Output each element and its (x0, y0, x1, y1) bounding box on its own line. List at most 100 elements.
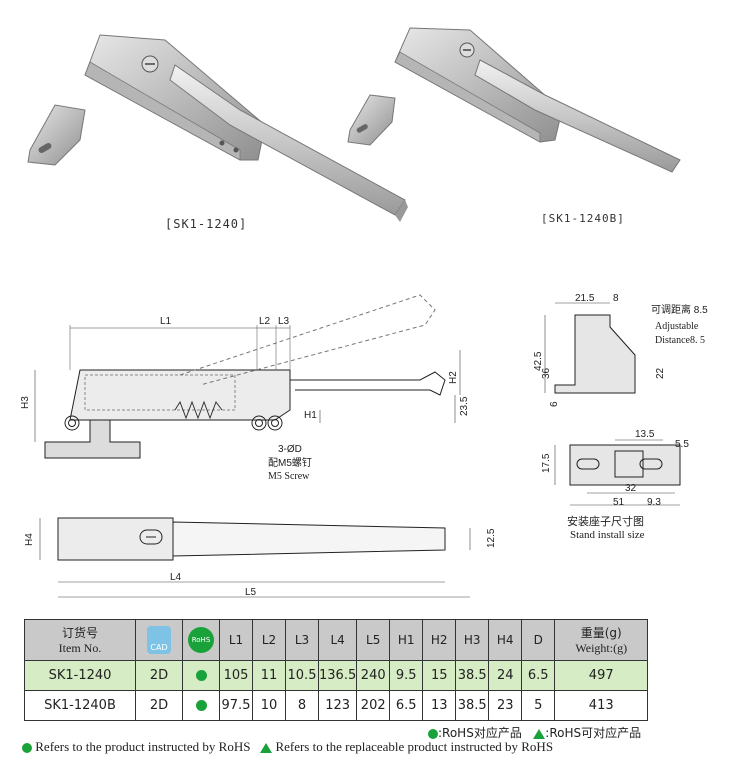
latch-photo-sk1-1240 (84, 34, 408, 222)
table-header-row: 订货号 Item No. CAD RoHS L1 L2 L3 L4 L5 H1 … (24, 619, 649, 661)
dim-L5: L5 (245, 587, 257, 598)
dim-L2: L2 (259, 316, 271, 327)
cell-value: 6.5 (521, 660, 556, 691)
header-col: L2 (252, 619, 286, 661)
latch-photo-sk1-1240b (394, 27, 681, 173)
stand-dim-6: 6 (549, 401, 560, 407)
header-rohs: RoHS (182, 619, 220, 661)
cell-value: 38.5 (455, 660, 490, 691)
hole-label: 3-ØD (278, 444, 302, 455)
header-item-cn: 订货号 (61, 626, 98, 640)
header-col: L5 (356, 619, 391, 661)
adjust-en-2: Distance8. 5 (655, 335, 705, 346)
cell-value: 8 (285, 690, 319, 721)
dim-H1: H1 (304, 410, 317, 421)
plan-dim-13-5: 13.5 (635, 429, 655, 440)
stand-plan-drawing: 13.5 5.5 17.5 32 51 9.3 安装座子尺寸图 Stand in… (541, 429, 689, 541)
plan-dim-17-5: 17.5 (541, 453, 552, 473)
cell-value: 6.5 (389, 690, 424, 721)
header-weight: 重量(g) Weight:(g) (554, 619, 649, 661)
cell-value: 10.5 (285, 660, 319, 691)
plan-dim-32: 32 (625, 483, 637, 494)
stand-photo-left (27, 104, 86, 166)
rohs-dot-icon (22, 743, 32, 754)
legend-en-rohs: Refers to the product instructed by RoHS (35, 739, 251, 754)
dim-23-5: 23.5 (459, 396, 470, 416)
stand-photo-right (347, 94, 396, 146)
cell-value: 11 (252, 660, 286, 691)
cell-weight: 413 (554, 690, 649, 721)
cell-item: SK1-1240B (24, 690, 136, 721)
dim-H4: H4 (24, 533, 35, 546)
cell-weight: 497 (554, 660, 649, 691)
adjust-en-1: Adjustable (655, 321, 699, 332)
plan-dim-5-5: 5.5 (675, 439, 689, 450)
stand-side-drawing: 21.5 8 可调距离 8.5 Adjustable Distance8. 5 … (533, 293, 708, 407)
screw-label-cn: 配M5螺钉 (268, 457, 312, 469)
rohs-dot-icon (428, 728, 438, 739)
cell-value: 9.5 (389, 660, 424, 691)
header-col: H4 (488, 619, 523, 661)
replaceable-triangle-icon (533, 728, 546, 739)
dim-12-5: 12.5 (486, 528, 497, 548)
plan-dim-51: 51 (613, 497, 625, 508)
stand-dim-22: 22 (655, 367, 666, 379)
header-col: H3 (455, 619, 490, 661)
header-col: L4 (317, 619, 358, 661)
stand-dim-21-5: 21.5 (575, 293, 595, 304)
dim-L3: L3 (278, 316, 290, 327)
header-weight-cn: 重量(g) (580, 626, 622, 640)
rohs-icon: RoHS (188, 627, 214, 653)
caption-sk1-1240b: [SK1-1240B] (541, 212, 625, 225)
legend-cn-rohs: :RoHS对应产品 (438, 726, 522, 740)
cell-value: 240 (356, 660, 391, 691)
cell-value: 24 (488, 660, 523, 691)
cad-icon: CAD (147, 626, 171, 654)
rohs-dot-icon (195, 700, 207, 711)
header-item: 订货号 Item No. (24, 619, 136, 661)
header-col: L1 (219, 619, 253, 661)
side-view-drawing: L1 L2 L3 H3 H2 23.5 H1 3-ØD 配M5螺钉 M5 Scr… (20, 294, 470, 482)
cell-value: 97.5 (219, 690, 253, 721)
header-col: H1 (389, 619, 424, 661)
cell-rohs (182, 690, 220, 721)
cell-value: 123 (317, 690, 358, 721)
header-cad: CAD (135, 619, 183, 661)
rohs-dot-icon (195, 670, 207, 681)
stand-dim-36: 36 (541, 367, 552, 379)
stand-caption-en: Stand install size (570, 529, 645, 541)
stand-dim-42-5: 42.5 (533, 351, 544, 371)
cell-rohs (182, 660, 220, 691)
replaceable-triangle-icon (260, 743, 273, 754)
legend-cn-replace: :RoHS可对应产品 (545, 726, 642, 740)
cell-value: 202 (356, 690, 391, 721)
cell-value: 136.5 (317, 660, 358, 691)
cell-cad: 2D (135, 660, 183, 691)
header-col: H2 (422, 619, 457, 661)
dim-H2: H2 (448, 371, 459, 384)
plan-dim-9-3: 9.3 (647, 497, 661, 508)
dim-H3: H3 (20, 396, 31, 409)
cell-value: 105 (219, 660, 253, 691)
cell-item: SK1-1240 (24, 660, 136, 691)
cell-value: 15 (422, 660, 457, 691)
header-weight-en: Weight:(g) (575, 641, 628, 655)
cell-value: 5 (521, 690, 556, 721)
stand-dim-8: 8 (613, 293, 619, 304)
spec-table: 订货号 Item No. CAD RoHS L1 L2 L3 L4 L5 H1 … (24, 619, 649, 721)
table-row: SK1-1240B 2D 97.5 10 8 123 202 6.5 13 38… (24, 690, 649, 721)
table-row: SK1-1240 2D 105 11 10.5 136.5 240 9.5 15… (24, 660, 649, 691)
adjust-cn: 可调距离 8.5 (651, 303, 708, 316)
header-col: D (521, 619, 556, 661)
legend-en: Refers to the product instructed by RoHS… (22, 739, 553, 755)
legend-cn: :RoHS对应产品 :RoHS可对应产品 (428, 724, 641, 741)
screw-label-en: M5 Screw (268, 471, 310, 482)
header-col: L3 (285, 619, 319, 661)
header-item-en: Item No. (58, 641, 102, 655)
cell-value: 38.5 (455, 690, 490, 721)
cell-value: 13 (422, 690, 457, 721)
stand-caption-cn: 安装座子尺寸图 (567, 514, 644, 528)
product-photos (27, 27, 681, 222)
caption-sk1-1240: [SK1-1240] (165, 217, 248, 231)
top-view-drawing: H4 12.5 L4 L5 (24, 517, 497, 598)
